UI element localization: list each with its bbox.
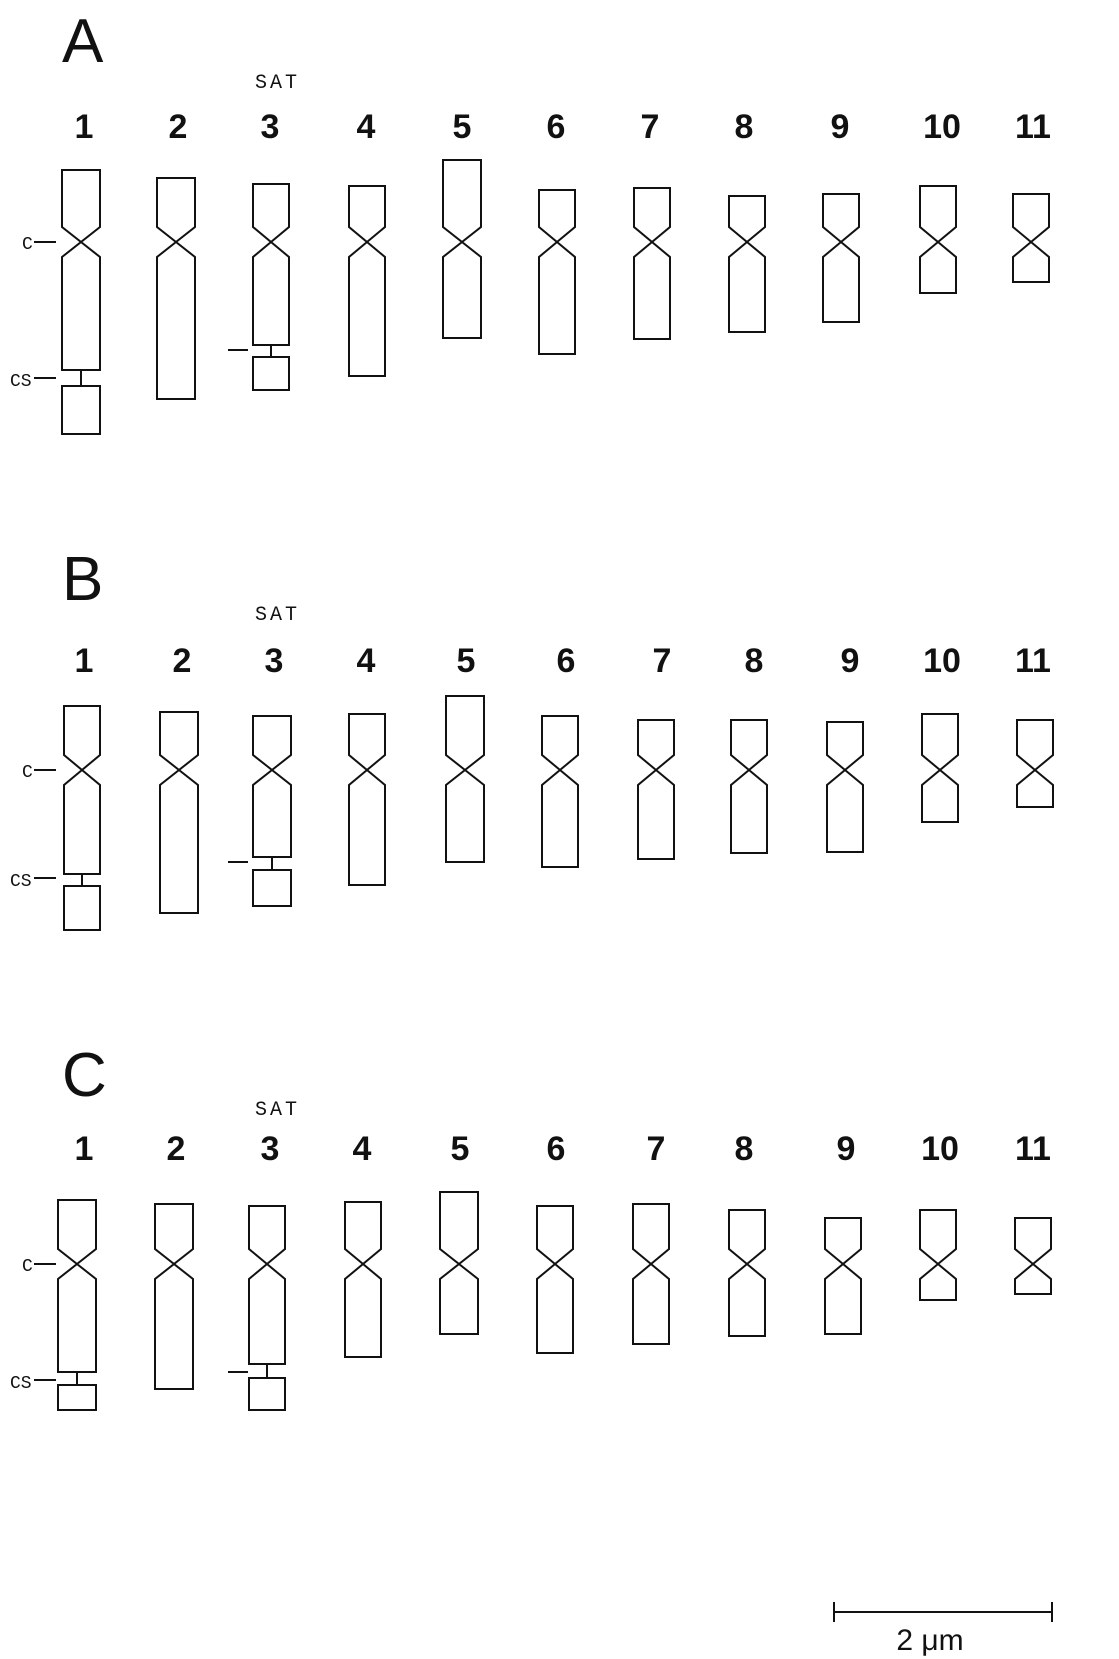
chromosome-number: 2 bbox=[173, 642, 192, 680]
chromosome-number: 4 bbox=[353, 1130, 372, 1168]
chromosome-number: 9 bbox=[831, 108, 850, 146]
chromosome-number: 7 bbox=[653, 642, 672, 680]
sat-label: SAT bbox=[255, 604, 300, 627]
satellite-body bbox=[58, 1385, 96, 1410]
chromosome-10 bbox=[920, 186, 956, 293]
satellite-body bbox=[62, 386, 100, 434]
chromosome-4 bbox=[345, 1202, 381, 1357]
chromosome-8 bbox=[729, 196, 765, 332]
chromosome-1 bbox=[58, 1200, 96, 1372]
chromosome-number: 8 bbox=[735, 108, 754, 146]
chromosome-8 bbox=[729, 1210, 765, 1336]
chromosome-number: 1 bbox=[75, 108, 94, 146]
chromosome-1 bbox=[62, 170, 100, 370]
satellite-body bbox=[253, 870, 291, 906]
chromosome-number: 6 bbox=[547, 1130, 566, 1168]
constriction-label: CS bbox=[10, 872, 32, 892]
chromosome-number: 4 bbox=[357, 108, 376, 146]
satellite-body bbox=[64, 886, 100, 930]
chromosome-number: 4 bbox=[357, 642, 376, 680]
chromosome-9 bbox=[825, 1218, 861, 1334]
chromosome-11 bbox=[1015, 1218, 1051, 1294]
satellite-body bbox=[249, 1378, 285, 1410]
chromosome-9 bbox=[827, 722, 863, 852]
scale-bar-label: 2 μm bbox=[896, 1624, 963, 1657]
chromosome-number: 7 bbox=[641, 108, 660, 146]
chromosome-number: 8 bbox=[745, 642, 764, 680]
chromosome-6 bbox=[539, 190, 575, 354]
chromosome-6 bbox=[542, 716, 578, 867]
sat-label: SAT bbox=[255, 72, 300, 95]
chromosome-number: 7 bbox=[647, 1130, 666, 1168]
scale-bar: 2 μm bbox=[834, 1602, 1052, 1657]
chromosome-number: 8 bbox=[735, 1130, 754, 1168]
constriction-label: CS bbox=[10, 1374, 32, 1394]
chromosome-7 bbox=[638, 720, 674, 859]
chromosome-number: 5 bbox=[451, 1130, 470, 1168]
chromosome-5 bbox=[443, 160, 481, 338]
centromere-label: C bbox=[22, 235, 33, 255]
chromosome-10 bbox=[922, 714, 958, 822]
chromosome-9 bbox=[823, 194, 859, 322]
chromosome-number: 2 bbox=[167, 1130, 186, 1168]
chromosome-number: 5 bbox=[457, 642, 476, 680]
chromosome-7 bbox=[633, 1204, 669, 1344]
chromosome-11 bbox=[1013, 194, 1049, 282]
chromosome-number: 9 bbox=[841, 642, 860, 680]
chromosome-number: 1 bbox=[75, 642, 94, 680]
chromosome-number: 10 bbox=[923, 108, 961, 146]
chromosome-7 bbox=[634, 188, 670, 339]
chromosome-2 bbox=[155, 1204, 193, 1389]
sat-label: SAT bbox=[255, 1099, 300, 1122]
chromosome-number: 11 bbox=[1015, 108, 1051, 146]
chromosome-10 bbox=[920, 1210, 956, 1300]
chromosome-number: 6 bbox=[557, 642, 576, 680]
chromosome-1 bbox=[64, 706, 100, 874]
satellite-body bbox=[253, 357, 289, 390]
chromosome-number: 3 bbox=[261, 108, 280, 146]
chromosome-number: 11 bbox=[1015, 642, 1051, 680]
chromosome-number: 6 bbox=[547, 108, 566, 146]
chromosome-11 bbox=[1017, 720, 1053, 807]
centromere-label: C bbox=[22, 1257, 33, 1277]
chromosome-2 bbox=[160, 712, 198, 913]
chromosome-number: 5 bbox=[453, 108, 472, 146]
panel-letter: C bbox=[62, 1041, 107, 1110]
chromosome-number: 10 bbox=[923, 642, 961, 680]
chromosome-4 bbox=[349, 186, 385, 376]
constriction-label: CS bbox=[10, 372, 32, 392]
chromosome-5 bbox=[440, 1192, 478, 1334]
chromosome-4 bbox=[349, 714, 385, 885]
chromosome-number: 11 bbox=[1015, 1130, 1051, 1168]
panel-letter: A bbox=[62, 7, 104, 76]
chromosome-number: 10 bbox=[921, 1130, 959, 1168]
chromosome-number: 1 bbox=[75, 1130, 94, 1168]
chromosome-number: 2 bbox=[169, 108, 188, 146]
panel-b: B SAT 1 2 3 4 5 6 7 8 9 10 11C CS bbox=[10, 545, 1053, 930]
chromosome-number: 3 bbox=[265, 642, 284, 680]
chromosome-2 bbox=[157, 178, 195, 399]
panel-letter: B bbox=[62, 545, 103, 614]
panel-a: A SAT 1 2 3 4 5 6 7 8 9 10 11C CS bbox=[10, 7, 1051, 434]
centromere-label: C bbox=[22, 763, 33, 783]
chromosome-number: 9 bbox=[837, 1130, 856, 1168]
chromosome-5 bbox=[446, 696, 484, 862]
chromosome-6 bbox=[537, 1206, 573, 1353]
chromosome-3 bbox=[249, 1206, 285, 1364]
chromosome-3 bbox=[253, 184, 289, 345]
chromosome-8 bbox=[731, 720, 767, 853]
chromosome-3 bbox=[253, 716, 291, 857]
chromosome-number: 3 bbox=[261, 1130, 280, 1168]
